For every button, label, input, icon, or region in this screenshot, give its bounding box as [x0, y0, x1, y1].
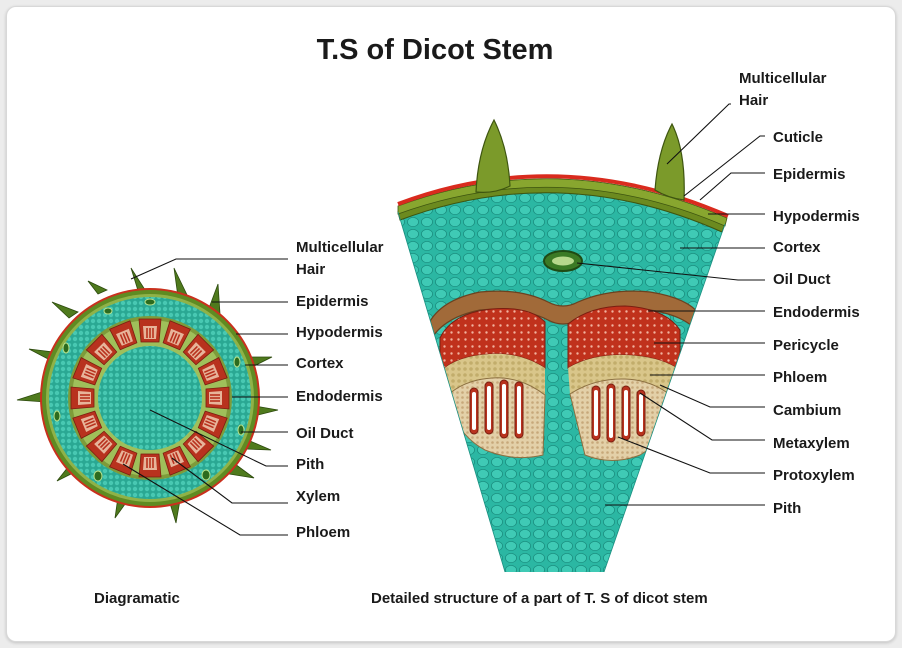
label-right-oil-duct: Oil Duct	[773, 271, 831, 288]
label-left-hair-1: Multicellular	[296, 239, 384, 256]
diagram-right	[397, 118, 729, 573]
vascular-bundle	[197, 410, 228, 439]
label-left-cortex: Cortex	[296, 355, 344, 372]
label-right-hair-2: Hair	[739, 92, 769, 109]
vascular-bundle	[162, 445, 191, 476]
label-left-oil-duct: Oil Duct	[296, 425, 354, 442]
caption-left: Diagramatic	[94, 590, 180, 607]
label-right-endodermis: Endodermis	[773, 304, 860, 321]
vascular-bundle	[138, 318, 162, 343]
vascular-bundle	[72, 357, 103, 386]
label-left-pith: Pith	[296, 456, 325, 473]
figure-title: T.S of Dicot Stem	[316, 34, 554, 66]
label-left-phloem: Phloem	[296, 524, 351, 541]
label-right-hair-1: Multicellular	[739, 70, 827, 87]
label-left-epidermis: Epidermis	[296, 293, 369, 310]
vascular-bundle	[72, 410, 103, 439]
label-right-cortex: Cortex	[773, 239, 821, 256]
leader-lines	[122, 103, 765, 536]
label-left-hypodermis: Hypodermis	[296, 324, 383, 341]
vascular-bundle	[138, 453, 162, 478]
label-left-xylem: Xylem	[296, 488, 341, 505]
right-bundle-right	[567, 305, 681, 461]
right-hair-left	[475, 118, 511, 193]
vascular-bundle	[182, 333, 215, 366]
vascular-bundle	[85, 333, 118, 366]
vascular-bundle	[182, 430, 215, 463]
left-pith	[98, 346, 202, 450]
label-right-pericycle: Pericycle	[773, 337, 839, 354]
right-bundle-left	[439, 308, 546, 459]
label-right-hypodermis: Hypodermis	[773, 208, 860, 225]
label-right-protoxylem: Protoxylem	[773, 467, 855, 484]
label-right-cambium: Cambium	[773, 402, 842, 419]
vascular-bundle	[85, 430, 118, 463]
label-right-phloem: Phloem	[773, 369, 828, 386]
caption-right: Detailed structure of a part of T. S of …	[371, 590, 708, 607]
label-right-metaxylem: Metaxylem	[773, 435, 850, 452]
vascular-bundle	[109, 320, 138, 351]
left-vascular-bundles	[70, 318, 230, 478]
label-right-cuticle: Cuticle	[773, 129, 824, 146]
vascular-bundle	[197, 357, 228, 386]
vascular-bundle	[109, 445, 138, 476]
vascular-bundle	[70, 386, 95, 410]
vascular-bundle	[205, 386, 230, 410]
diagram-left	[16, 267, 279, 524]
label-right-epidermis: Epidermis	[773, 166, 846, 183]
label-left-endodermis: Endodermis	[296, 388, 383, 405]
label-right-pith: Pith	[773, 500, 802, 517]
vascular-bundle	[162, 320, 191, 351]
label-left-hair-2: Hair	[296, 261, 326, 278]
left-oil-ducts	[53, 298, 245, 482]
